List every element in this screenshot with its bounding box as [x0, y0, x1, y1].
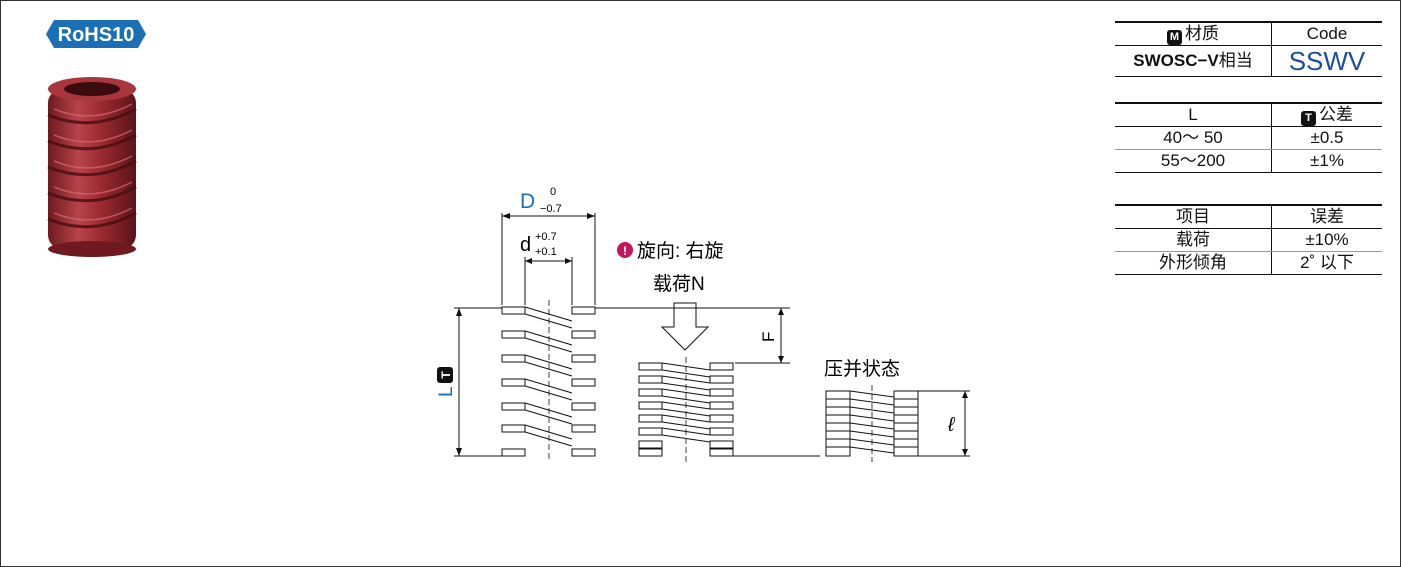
load-label: 载荷N — [653, 273, 705, 295]
length-header: L — [1115, 102, 1272, 127]
table-row: 外形倾角 2˚ 以下 — [1115, 251, 1382, 275]
load-arrow-icon — [660, 302, 710, 351]
table-row: 40～ 50 ±0.5 — [1115, 126, 1382, 150]
dimension-D-tol-lower: −0.7 — [540, 203, 562, 215]
table-row: 55～200 ±1% — [1115, 149, 1382, 173]
dimension-D-label: D — [520, 190, 535, 213]
dimension-ell-label: ℓ — [947, 414, 956, 436]
code-header: Code — [1271, 21, 1382, 46]
error-table: 项目 误差 载荷 ±10% 外形倾角 2˚ 以下 — [1115, 204, 1382, 275]
dimension-d-tol-lower: +0.1 — [535, 246, 557, 258]
tolerance-badge-icon: T — [1301, 110, 1316, 126]
spring-image — [47, 77, 137, 257]
warning-icon — [617, 242, 633, 258]
table-row: 载荷 ±10% — [1115, 228, 1382, 252]
code-value: SSWV — [1271, 45, 1382, 77]
material-value: SWOSC−V相当 — [1115, 45, 1272, 77]
dimension-d-label: d — [520, 234, 531, 256]
dimension-d-tol-upper: +0.7 — [535, 231, 557, 243]
tolerance-badge-icon: T — [439, 371, 453, 379]
winding-direction-text: 旋向: 右旋 — [637, 240, 724, 262]
spring-dimension-diagram: D 0 −0.7 d +0.7 +0.1 L T — [436, 186, 970, 462]
dimension-L-label: L — [436, 386, 457, 397]
solid-state-label: 压并状态 — [824, 358, 900, 380]
material-badge-icon: M — [1167, 29, 1182, 45]
svg-text:!: ! — [623, 244, 627, 258]
dimension-D-tol-upper: 0 — [550, 186, 556, 198]
rohs-badge: RoHS10 — [46, 20, 146, 48]
error-header: 误差 — [1271, 204, 1382, 229]
item-header: 项目 — [1115, 204, 1272, 229]
rohs-badge-text: RoHS10 — [58, 24, 135, 46]
dimension-F-label: F — [759, 332, 778, 342]
